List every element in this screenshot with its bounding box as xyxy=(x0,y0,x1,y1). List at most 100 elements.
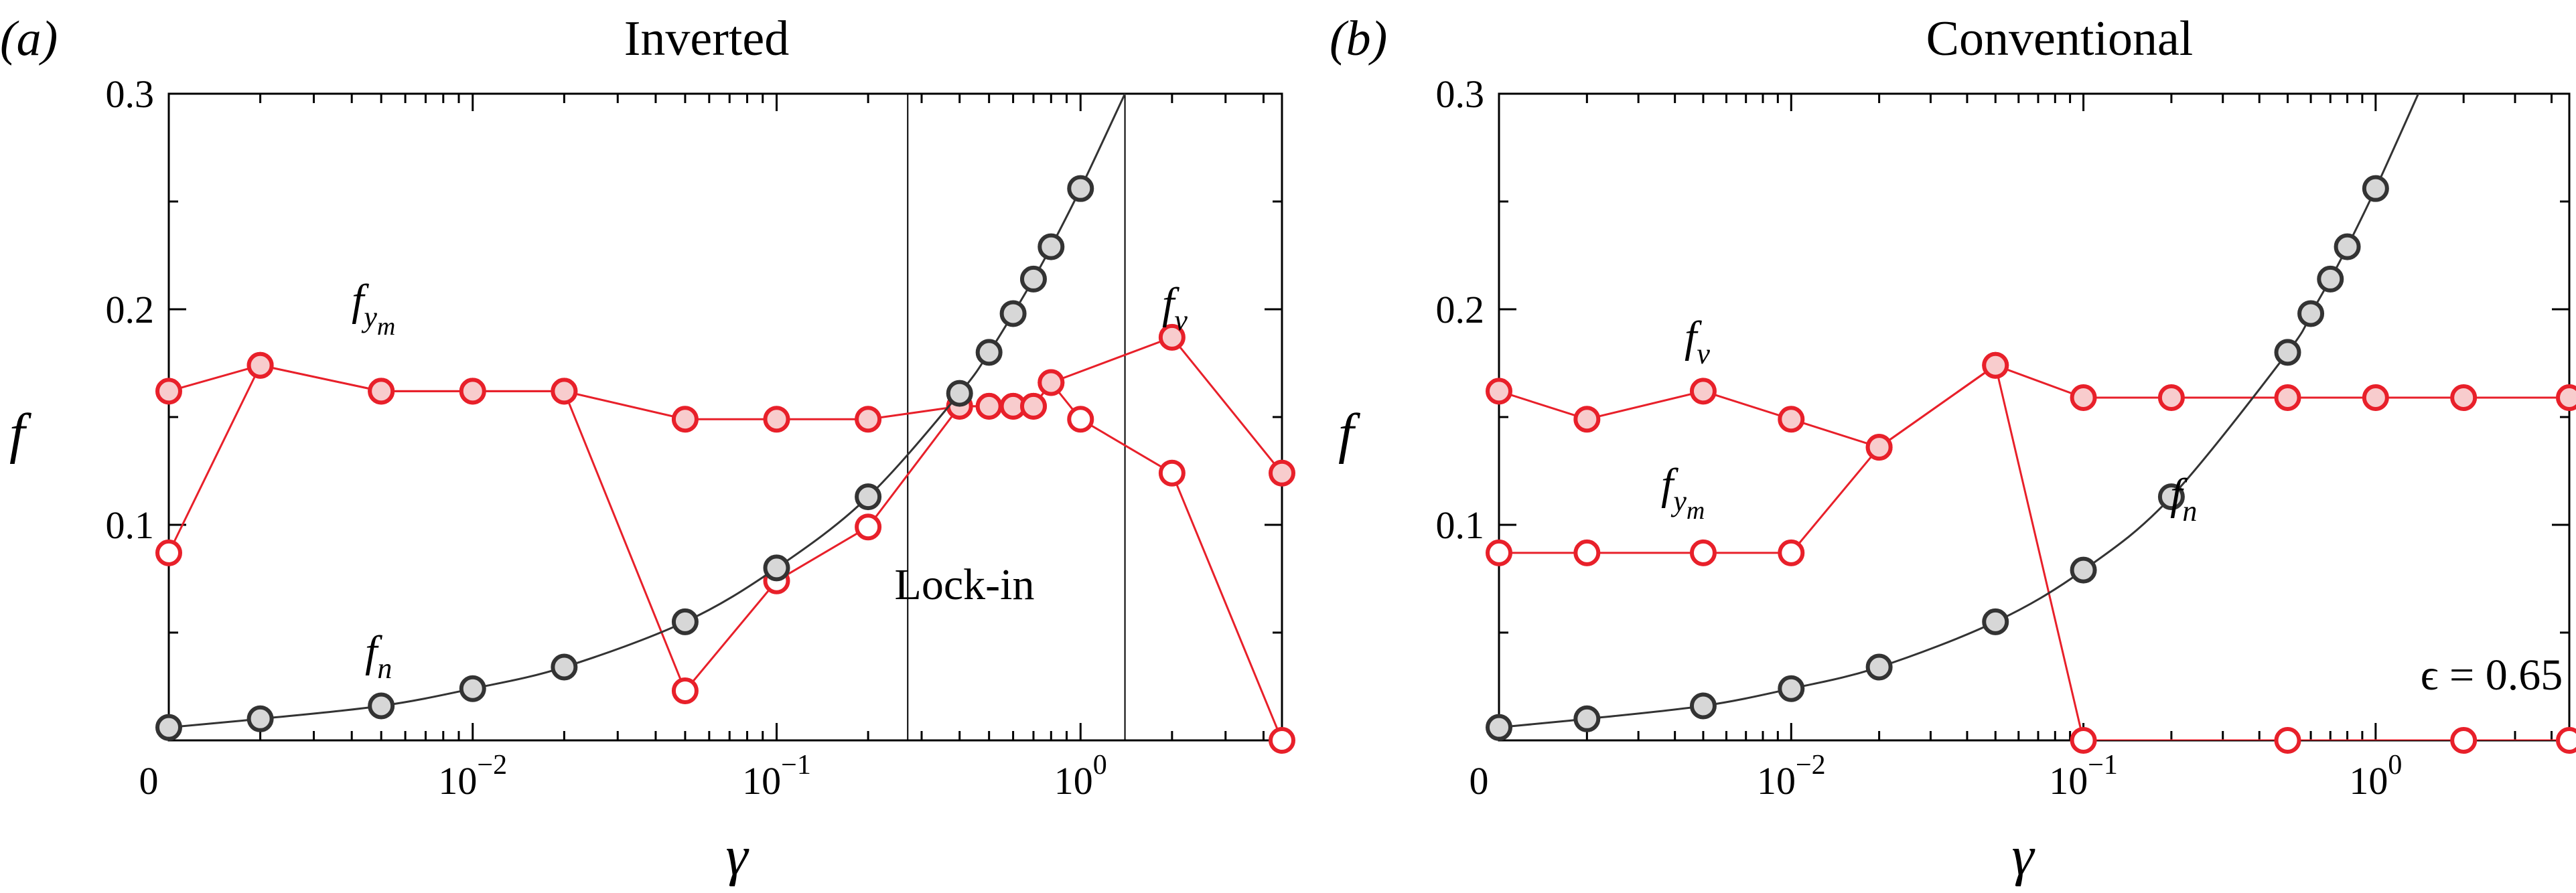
series-fn-point xyxy=(1865,653,1893,681)
series-fn-point xyxy=(855,483,882,511)
series-fym-point xyxy=(2450,727,2478,754)
series-fn-point xyxy=(155,714,182,741)
x-tick-label: 10−2 xyxy=(438,750,507,803)
series-fn-line xyxy=(1499,94,2419,729)
panel-a-xlabel: γ xyxy=(725,825,749,887)
series-fv-point xyxy=(459,378,486,405)
series-fym-point xyxy=(155,539,182,566)
series-fv-point xyxy=(1778,406,1805,433)
panel-b-title: Conventional xyxy=(1926,11,2194,66)
series-fym-point xyxy=(1486,539,1512,566)
x-tick-label: 100 xyxy=(2349,750,2402,803)
series-fv-point xyxy=(1158,323,1186,351)
x-tick-label: 0 xyxy=(139,759,159,803)
panel-b: (b) Conventional f γ 0.1 0.2 0.3 0 10−2 10−1 1… xyxy=(1330,11,2576,887)
series-fv-point xyxy=(1486,378,1512,405)
series-fym-point xyxy=(2070,727,2097,754)
series-fn-point xyxy=(2334,233,2361,260)
series-fv-point xyxy=(671,406,699,433)
series-fn-point xyxy=(2274,339,2301,366)
label-f-v: fv xyxy=(1685,313,1710,370)
series-fym-point xyxy=(671,677,699,704)
panel-b-ylabel: f xyxy=(1338,402,1361,465)
series-fv-line xyxy=(1499,364,2569,449)
series-fv-line xyxy=(169,336,1282,474)
series-fv-point xyxy=(2362,384,2389,412)
series-fn-point xyxy=(2362,175,2389,202)
series-fv-point xyxy=(1573,406,1601,433)
series-fn-point xyxy=(1778,675,1805,702)
series-fv-point xyxy=(551,378,578,405)
series-fv-point xyxy=(1689,378,1717,405)
series-fn-point xyxy=(1019,265,1047,293)
series-fv-point xyxy=(1269,459,1295,487)
series-fv-point xyxy=(1865,434,1893,461)
series-fn-point xyxy=(246,705,274,732)
panel-b-plot: 0.1 0.2 0.3 0 10−2 10−1 100 fym fv fn ϵ = 0.65 xyxy=(1436,72,2576,803)
series-fn-point xyxy=(1037,233,1065,260)
series-fv-point xyxy=(246,351,274,379)
panel-b-xlabel: γ xyxy=(2011,825,2035,887)
series-fv-point xyxy=(368,378,395,405)
series-fym-line xyxy=(169,364,1282,740)
series-fv-point xyxy=(975,392,1003,420)
x-tick-label: 0 xyxy=(1470,759,1489,803)
series-fn-point xyxy=(999,300,1027,327)
series-fn-point xyxy=(2157,483,2185,511)
series-fv-point xyxy=(2070,384,2097,412)
series-fv-point xyxy=(1982,351,2009,379)
x-tick-label: 100 xyxy=(1054,750,1107,803)
label-f-ym: fym xyxy=(352,276,395,341)
series-fv-point xyxy=(2450,384,2478,412)
epsilon-label: ϵ = 0.65 xyxy=(2421,651,2563,700)
series-fv-point xyxy=(2556,384,2576,412)
x-tick-label: 10−1 xyxy=(2049,750,2118,803)
series-fn-point xyxy=(1573,705,1601,732)
series-fn-point xyxy=(1982,608,2009,635)
series-fn-point xyxy=(763,554,790,582)
series-fn-point xyxy=(2297,300,2325,327)
series-fn-point xyxy=(551,653,578,681)
series-fn-point xyxy=(975,339,1003,366)
series-fn-point xyxy=(368,692,395,720)
series-fym-point xyxy=(1778,539,1805,566)
x-tick-label: 10−1 xyxy=(742,750,811,803)
panel-b-letter: (b) xyxy=(1330,11,1387,66)
series-fv-point xyxy=(2157,384,2185,412)
series-fv-point xyxy=(1019,392,1047,420)
series-fym-point xyxy=(855,513,882,541)
series-fv-point xyxy=(2274,384,2301,412)
series-fym-point xyxy=(1573,539,1601,566)
series-fn-point xyxy=(2070,556,2097,584)
series-fn-point xyxy=(946,380,973,407)
series-fv-point xyxy=(855,406,882,433)
series-fym-point xyxy=(1269,727,1295,754)
series-fn-point xyxy=(2317,265,2344,293)
y-tick-label: 0.3 xyxy=(106,72,155,116)
series-fym-point xyxy=(2274,727,2301,754)
y-tick-label: 0.1 xyxy=(106,503,155,547)
series-fv-point xyxy=(1037,369,1065,396)
series-fym-point xyxy=(1067,406,1094,433)
series-fv-point xyxy=(155,378,182,405)
series-fn-point xyxy=(1067,175,1094,202)
y-tick-label: 0.1 xyxy=(1436,503,1485,547)
x-tick-label: 10−2 xyxy=(1757,750,1826,803)
label-f-n: fn xyxy=(2170,470,2197,527)
series-fn-point xyxy=(1689,692,1717,720)
panel-a-ylabel: f xyxy=(9,402,32,465)
series-fym-point xyxy=(2556,727,2576,754)
panel-a-title: Inverted xyxy=(624,11,790,66)
label-f-n: fn xyxy=(365,627,392,685)
series-fn-point xyxy=(671,608,699,635)
y-tick-label: 0.3 xyxy=(1436,72,1485,116)
series-fv-point xyxy=(763,406,790,433)
y-tick-label: 0.2 xyxy=(1436,288,1485,331)
series-fym-point xyxy=(1158,459,1186,487)
y-tick-label: 0.2 xyxy=(106,288,155,331)
series-fn-point xyxy=(459,675,486,702)
panel-a-letter: (a) xyxy=(0,11,58,66)
label-f-ym: fym xyxy=(1661,460,1705,525)
